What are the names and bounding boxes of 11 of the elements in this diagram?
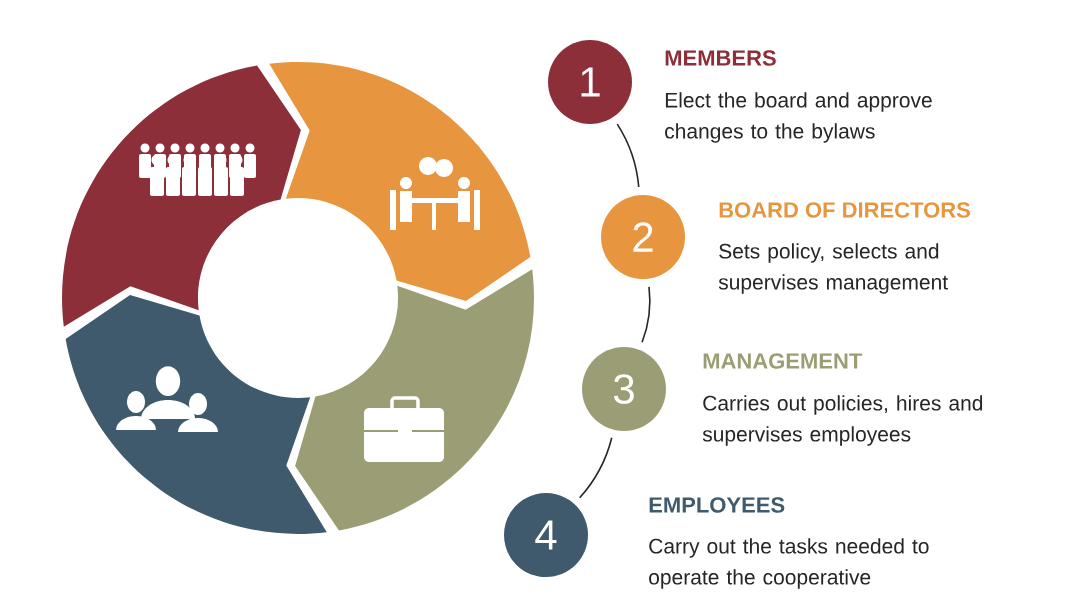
connector-line [578, 436, 613, 499]
heading: MANAGEMENT [703, 353, 863, 369]
connector-line [616, 123, 640, 188]
description: Elect the board and approve changes to the bylaws [665, 92, 932, 143]
description: Carry out the tasks needed to operate the cooperative [649, 538, 929, 589]
heading: MEMBERS [665, 50, 776, 66]
description: Carries out policies, hires and supervises employees [702, 395, 983, 446]
connector-line [641, 286, 651, 343]
heading: EMPLOYEES [649, 497, 785, 513]
heading: BOARD OF DIRECTORS [719, 202, 970, 218]
description: Sets policy, selects and supervises management [718, 243, 948, 294]
